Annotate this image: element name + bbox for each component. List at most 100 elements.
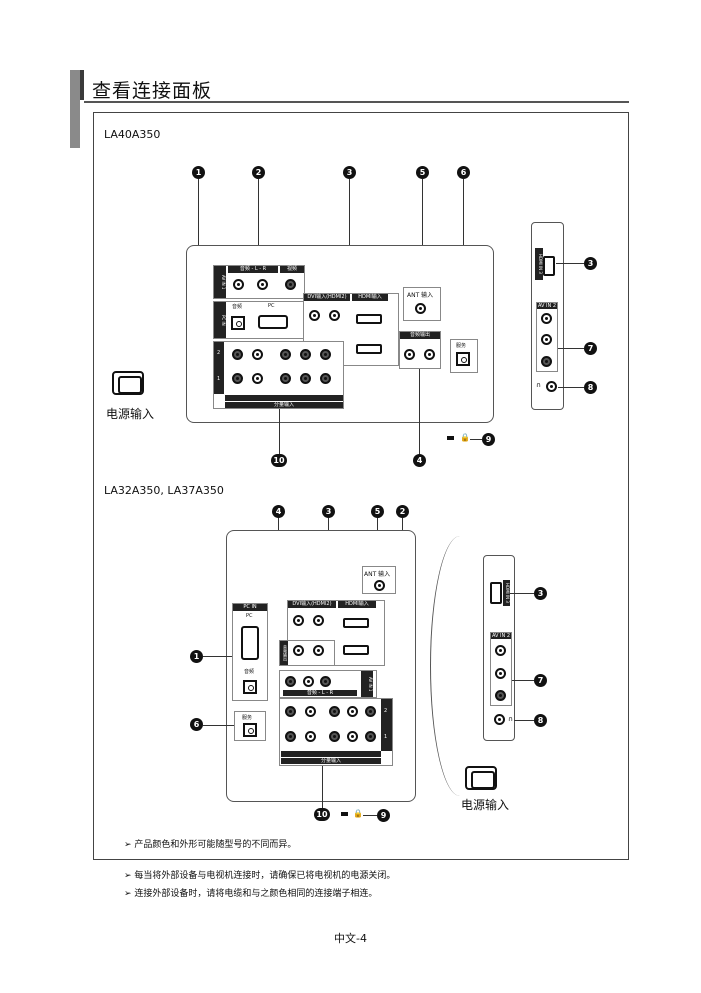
leader-line [558,387,584,388]
av-in-2-label: AV IN 2 [537,303,557,309]
hdmi-in-label-b: HDMI输入 [338,601,376,608]
pc-in-label-b: PC IN [233,604,267,611]
hdmi-port-3-b[interactable] [490,582,502,604]
service-label-b: 服务 [242,715,253,721]
hdmi-port-1[interactable] [356,344,382,354]
dvi-audio-r-jack[interactable] [329,310,340,321]
service-jack-b[interactable] [243,723,257,737]
comp1-pb-jack[interactable] [300,373,311,384]
callout-3-side: 3 [584,257,597,270]
comp2-y-jack-b[interactable] [329,706,340,717]
comp1-audio-r-jack-b[interactable] [305,731,316,742]
dvi-label-b: DVI输入(HDMI2) [288,601,336,608]
leader-line [514,720,534,721]
leader-line [510,593,534,594]
model-label-top: LA40A350 [104,128,161,141]
hdmi-port-2-b[interactable] [343,618,369,628]
comp1-pr-jack[interactable] [320,373,331,384]
comp1-audio-l-jack-b[interactable] [285,731,296,742]
leader-line [419,369,420,455]
audio-out-l-jack[interactable] [404,349,415,360]
s-video-jack-b[interactable] [495,645,506,656]
comp1-y-jack[interactable] [280,373,291,384]
comp2-audio-l-jack-b[interactable] [285,706,296,717]
hdmi-port-3[interactable] [543,256,555,276]
callout-3-b: 3 [322,505,335,518]
component-audio-row [225,395,343,401]
dvi-audio-l-jack[interactable] [309,310,320,321]
audio-r-jack-b[interactable] [303,676,314,687]
comp1-pb-jack-b[interactable] [347,731,358,742]
audio-out-l-jack-b[interactable] [293,645,304,656]
audio-l-jack-av1[interactable] [233,279,244,290]
callout-10-b: 10 [314,808,330,821]
power-input-label-b: 电源输入 [461,798,510,812]
leader-line [363,815,377,816]
comp2-pr-jack[interactable] [320,349,331,360]
note-outer-1: ➢ 每当将外部设备与电视机连接时，请确保已将电视机的电源关闭。 [124,871,396,881]
comp2-y-jack[interactable] [280,349,291,360]
audio-l-jack-b[interactable] [285,676,296,687]
callout-9: 9 [482,433,495,446]
content-frame [93,112,629,860]
audio-lr-video-row-b: 音频 - L - R [283,690,357,696]
component-in-label-b: 分量输入 [281,758,381,764]
comp1-y-jack-b[interactable] [329,731,340,742]
hdmi-in-label: HDMI输入 [352,294,388,301]
comp2-pr-jack-b[interactable] [365,706,376,717]
audio-out-r-jack[interactable] [424,349,435,360]
side-audio-jack[interactable] [541,356,552,367]
leader-line [512,680,534,681]
kensington-dash [447,436,454,440]
ant-group [403,287,441,321]
ant-jack[interactable] [415,303,426,314]
side-audio-jack-b[interactable] [495,690,506,701]
title-rule [84,101,629,103]
callout-3-side-b: 3 [534,587,547,600]
callout-5: 5 [416,166,429,179]
video-jack-b[interactable] [320,676,331,687]
leader-line [349,179,350,291]
s-video-jack[interactable] [541,313,552,324]
headphone-icon-b: ∩ [508,715,514,723]
page-number: 中文-4 [334,932,367,945]
comp2-audio-r-jack[interactable] [252,349,263,360]
audio-out-r-jack-b[interactable] [313,645,324,656]
section-side-bar-accent [80,70,84,100]
vga-port-b[interactable] [241,626,259,660]
side-video-jack[interactable] [541,334,552,345]
comp1-pr-jack-b[interactable] [365,731,376,742]
hdmi-port-1-b[interactable] [343,645,369,655]
callout-3: 3 [343,166,356,179]
comp2-pb-jack-b[interactable] [347,706,358,717]
comp2-audio-r-jack-b[interactable] [305,706,316,717]
pc-in-tab: PC IN [214,302,226,338]
callout-8-b: 8 [534,714,547,727]
section-side-bar [70,70,80,148]
comp1-audio-r-jack[interactable] [252,373,263,384]
panel-curve [430,536,490,796]
vga-port[interactable] [258,315,288,329]
dvi-label: DVI输入(HDMI2) [304,294,350,301]
headphone-jack-b[interactable] [494,714,505,725]
pc-audio-jack-b[interactable] [243,680,257,694]
video-jack-av1[interactable] [285,279,296,290]
side-video-jack-b[interactable] [495,668,506,679]
audio-r-jack-av1[interactable] [257,279,268,290]
callout-1-b: 1 [190,650,203,663]
av-in-tab: AV IN 1 [214,266,226,298]
callout-4: 4 [413,454,426,467]
ant-in-label-b: ANT 输入 [364,571,391,578]
ant-jack-b[interactable] [374,580,385,591]
comp2-pb-jack[interactable] [300,349,311,360]
headphone-jack[interactable] [546,381,557,392]
dvi-audio-r-jack-b[interactable] [313,615,324,626]
service-jack[interactable] [456,352,470,366]
dvi-audio-l-jack-b[interactable] [293,615,304,626]
callout-5-b: 5 [371,505,384,518]
pc-audio-jack[interactable] [231,316,245,330]
comp2-audio-l-jack[interactable] [232,349,243,360]
hdmi-port-2[interactable] [356,314,382,324]
comp1-audio-l-jack[interactable] [232,373,243,384]
ant-in-label: ANT 输入 [407,292,434,299]
